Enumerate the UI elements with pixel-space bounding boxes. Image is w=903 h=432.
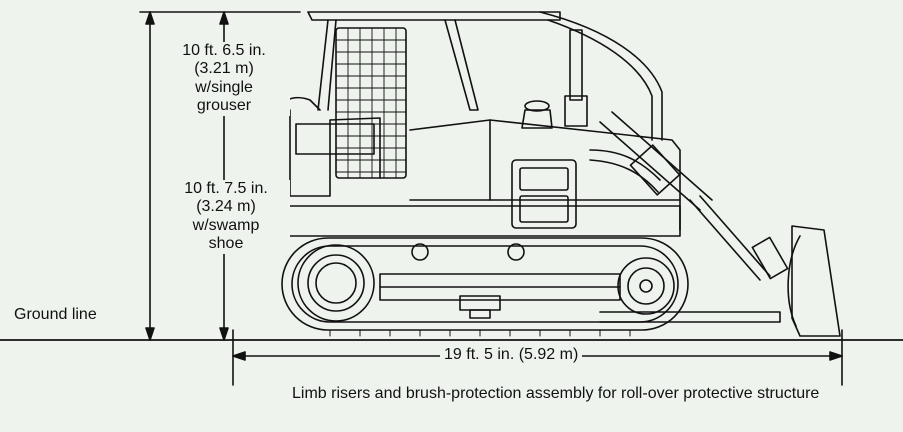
- height-single-note1: w/single: [195, 78, 253, 96]
- height-swamp-ft: 10 ft. 7.5 in.: [184, 180, 268, 197]
- exhaust-stack: [569, 29, 583, 101]
- height-swamp-m: (3.24 m): [196, 198, 256, 216]
- overall-length-label: 19 ft. 5 in. (5.92 m): [440, 346, 583, 365]
- push-arm: [599, 311, 781, 323]
- engine-hood: [409, 119, 681, 231]
- canopy-roof: [307, 11, 561, 21]
- front-idler: [617, 257, 675, 315]
- operator-seat: [289, 109, 381, 197]
- height-swamp-shoe-label: 10 ft. 7.5 in. (3.24 m) w/swamp shoe: [162, 180, 290, 254]
- drive-sprocket: [297, 244, 375, 322]
- crawler-track: [281, 237, 689, 331]
- dozer-blade: [791, 225, 841, 337]
- height-swamp-note2: shoe: [208, 235, 244, 253]
- height-single-m: (3.21 m): [194, 60, 254, 78]
- ground-line-label: Ground line: [14, 306, 97, 323]
- main-frame: [231, 205, 681, 237]
- height-single-note2: grouser: [196, 97, 252, 115]
- side-door: [511, 159, 577, 229]
- height-swamp-note1: w/swamp: [192, 216, 260, 234]
- cab-front-post: [444, 19, 479, 111]
- cab-rear-post: [317, 19, 337, 111]
- rear-screen: [335, 27, 407, 179]
- height-single-grouser-label: 10 ft. 6.5 in. (3.21 m) w/single grouser: [158, 42, 290, 116]
- figure-caption: Limb risers and brush-protection assembl…: [292, 385, 820, 402]
- lift-cylinder: [599, 111, 713, 211]
- height-single-ft: 10 ft. 6.5 in.: [182, 42, 266, 59]
